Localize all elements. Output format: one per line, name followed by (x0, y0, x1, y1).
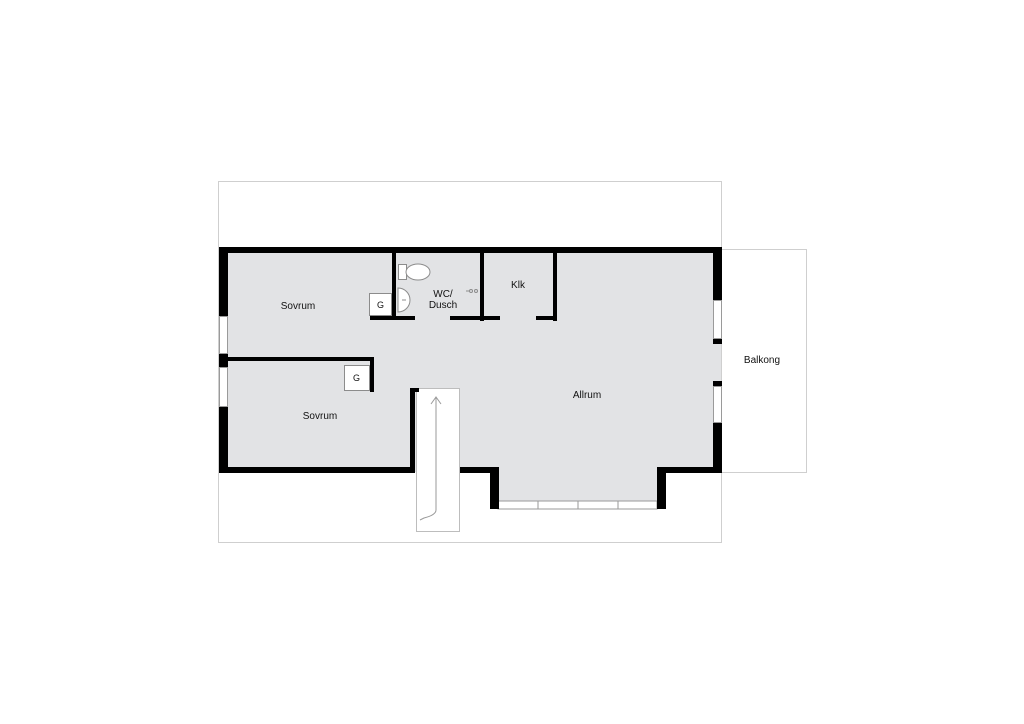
wardrobe-label-2: G (353, 373, 360, 383)
room-label-wc-line1: WC/ (433, 289, 453, 300)
windows (219, 300, 722, 423)
room-label-allrum: Allrum (573, 390, 601, 401)
room-label-klk: Klk (511, 280, 526, 291)
room-label-wc-line2: Dusch (429, 300, 457, 311)
wardrobe-label-1: G (377, 300, 384, 310)
walls (219, 247, 722, 509)
room-label-sovrum-1: Sovrum (281, 301, 315, 312)
staircase (416, 388, 460, 532)
wardrobe-2 (344, 365, 370, 391)
shower-icon (466, 289, 478, 293)
floor-area (219, 248, 721, 506)
bay-window (497, 500, 658, 510)
room-label-balkong: Balkong (744, 355, 780, 366)
toilet-icon (398, 263, 431, 281)
sink-icon (397, 287, 411, 313)
wardrobe-1 (369, 293, 392, 316)
stair-arrow-icon (430, 396, 442, 405)
room-label-sovrum-2: Sovrum (303, 411, 337, 422)
balcony-area (721, 249, 807, 473)
